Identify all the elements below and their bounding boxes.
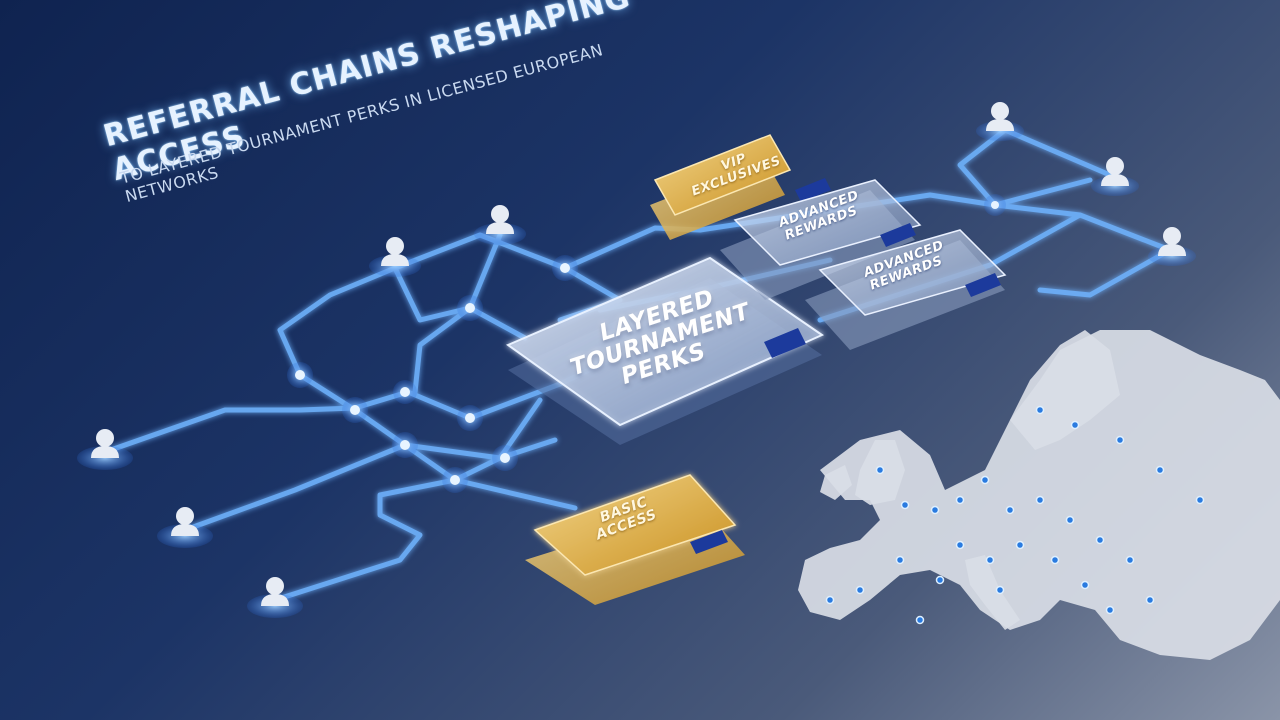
network-node-icon <box>392 432 418 458</box>
network-line <box>297 372 558 461</box>
map-italy <box>965 555 1020 630</box>
eu-flag-icon <box>764 328 806 358</box>
main-card <box>505 256 825 445</box>
network-node-icon <box>342 397 368 423</box>
map-cities <box>825 405 1205 625</box>
network-line <box>392 265 528 341</box>
map-ireland <box>820 465 852 500</box>
network-node-icon <box>457 295 483 321</box>
advanced-card-1 <box>720 179 922 300</box>
eu-flag-icon <box>690 530 728 554</box>
user-icon <box>369 237 421 277</box>
network-node-icon <box>552 255 578 281</box>
network-nodes <box>287 194 1006 493</box>
eu-flag-icon <box>965 273 1001 297</box>
user-icon <box>1091 157 1139 196</box>
network-line <box>277 225 703 378</box>
user-icon <box>247 577 303 618</box>
eu-flag-icon <box>880 223 916 247</box>
network-node-icon <box>287 362 313 388</box>
user-icon <box>1148 227 1196 266</box>
vip-card <box>650 134 831 240</box>
user-icon <box>157 507 213 548</box>
network-node-icon <box>442 467 468 493</box>
network-node-icon <box>492 445 518 471</box>
user-icon <box>976 102 1024 141</box>
network-line <box>412 232 503 395</box>
network-node-icon <box>393 380 417 404</box>
map-scandinavia <box>1010 330 1120 450</box>
user-icon <box>77 429 133 470</box>
network-line <box>272 477 578 603</box>
network-node-icon <box>457 405 483 431</box>
basic-card <box>525 474 745 605</box>
advanced-card-2 <box>805 229 1007 350</box>
eu-flag-icon <box>795 178 831 202</box>
map-landmass <box>798 330 1280 660</box>
network-node-icon <box>984 194 1006 216</box>
europe-map <box>798 330 1280 660</box>
users <box>77 102 1196 618</box>
user-icon <box>474 205 526 245</box>
